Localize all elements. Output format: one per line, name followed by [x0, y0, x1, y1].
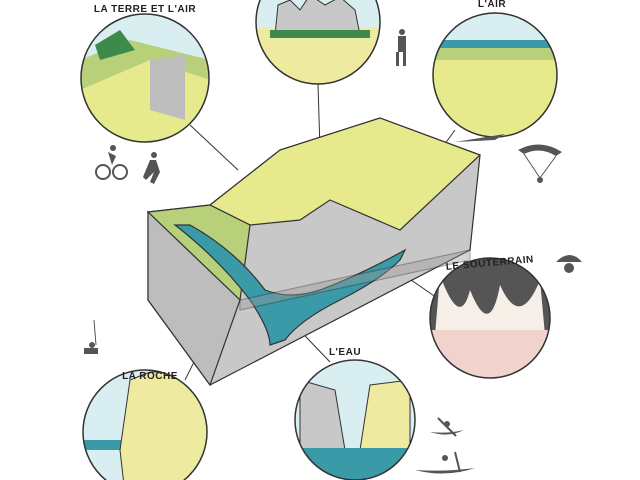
kayak-icon: [430, 417, 464, 437]
hang-glider-icon: [455, 134, 505, 142]
label-rock: LA ROCHE: [122, 371, 178, 382]
panel-earth-air: LA TERRE ET L'AIR: [80, 4, 210, 143]
panel-rock-towers: [255, 0, 381, 85]
panel-water: L'EAU: [294, 347, 416, 480]
canoe-icon: [415, 451, 475, 474]
cyclist-icon: [95, 145, 128, 180]
panel-air: L'AIR: [432, 0, 558, 138]
panel-rock: LA ROCHE: [82, 369, 208, 480]
label-earth-air: LA TERRE ET L'AIR: [94, 4, 196, 15]
panel-underground: LE SOUTERRAIN: [429, 254, 551, 379]
caving-helmet-icon: [556, 255, 582, 273]
runner-icon: [143, 152, 160, 184]
climber-icon: [84, 319, 98, 354]
canyon-block: [146, 117, 482, 387]
label-air: L'AIR: [478, 0, 506, 10]
label-water: L'EAU: [329, 347, 361, 358]
paraglider-icon: [518, 144, 562, 183]
hiker-icon: [396, 29, 406, 66]
